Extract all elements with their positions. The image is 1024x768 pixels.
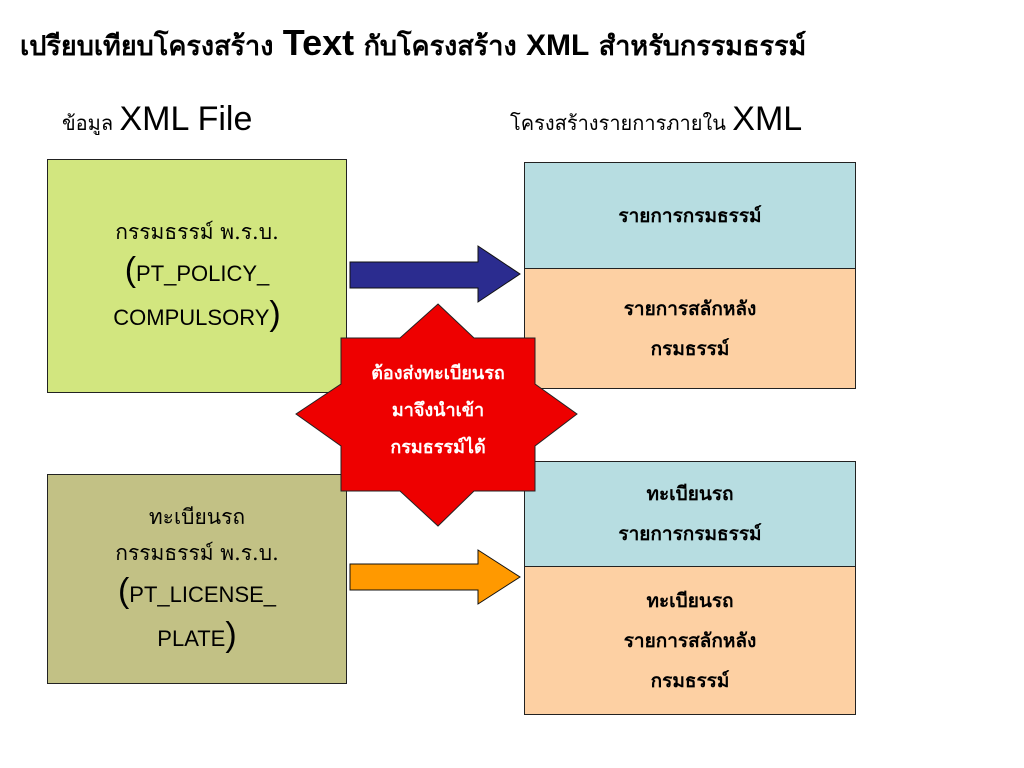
source-box-license-plate: ทะเบียนรถ กรรมธรรม์ พ.ร.บ. (PT_LICENSE_ … [47, 474, 347, 684]
target-box-plate-endorsement-list: ทะเบียนรถ รายการสลักหลัง กรมธรรม์ [524, 566, 856, 715]
left-heading-latin: XML File [119, 100, 253, 138]
target-box-line: ทะเบียนรถ [646, 483, 734, 505]
right-heading: โครงสร้างรายการภายใน XML [510, 100, 802, 139]
source-box-line: ทะเบียนรถ [148, 505, 246, 529]
callout-line: มาจึงนำเข้า [391, 400, 485, 421]
starburst-callout-icon [295, 303, 578, 527]
title-text-word: Text [282, 22, 355, 63]
callout-line: ต้องส่งทะเบียนรถ [371, 363, 505, 384]
source-box-line: กรรมธรรม์ พ.ร.บ. [115, 220, 279, 244]
arrow-policy-icon [349, 245, 521, 303]
target-box-plate-policy-list: ทะเบียนรถ รายการกรมธรรม์ [524, 461, 856, 567]
title-xml-word: XML [526, 29, 590, 62]
target-box-line: ทะเบียนรถ [646, 589, 734, 612]
title-part1: เปรียบเทียบโครงสร้าง [20, 31, 274, 62]
source-box-policy: กรรมธรรม์ พ.ร.บ. (PT_POLICY_ COMPULSORY) [47, 159, 347, 393]
left-heading-thai: ข้อมูล [62, 111, 114, 135]
right-heading-latin: XML [732, 100, 803, 138]
target-box-line: รายการสลักหลัง [623, 629, 757, 652]
left-heading: ข้อมูล XML File [62, 100, 252, 139]
target-box-line: รายการสลักหลัง [623, 297, 757, 320]
source-box-code-line1: (PT_POLICY_ [124, 251, 270, 289]
target-box-policy-list: รายการกรมธรรม์ [524, 162, 856, 269]
source-box-line: กรรมธรรม์ พ.ร.บ. [115, 541, 279, 565]
source-box-code-line1: (PT_LICENSE_ [117, 572, 277, 610]
target-box-line: กรมธรรม์ [650, 669, 730, 692]
target-box-line: กรมธรรม์ [650, 337, 730, 360]
arrow-license-plate-icon [349, 549, 521, 605]
title-part3: สำหรับกรรมธรรม์ [598, 31, 807, 62]
callout-text: ต้องส่งทะเบียนรถ มาจึงนำเข้า กรมธรรม์ได้ [340, 355, 536, 466]
title-part2: กับโครงสร้าง [363, 31, 517, 62]
slide-title: เปรียบเทียบโครงสร้าง Text กับโครงสร้าง X… [20, 22, 1010, 67]
target-box-endorsement-list: รายการสลักหลัง กรมธรรม์ [524, 268, 856, 389]
target-box-line: รายการกรมธรรม์ [618, 204, 762, 227]
right-heading-thai: โครงสร้างรายการภายใน [510, 111, 726, 135]
source-box-code-line2: PLATE) [157, 616, 237, 654]
target-box-line: รายการกรมธรรม์ [618, 523, 762, 545]
source-box-code-line2: COMPULSORY) [113, 295, 281, 333]
callout-line: กรมธรรม์ได้ [390, 437, 486, 458]
